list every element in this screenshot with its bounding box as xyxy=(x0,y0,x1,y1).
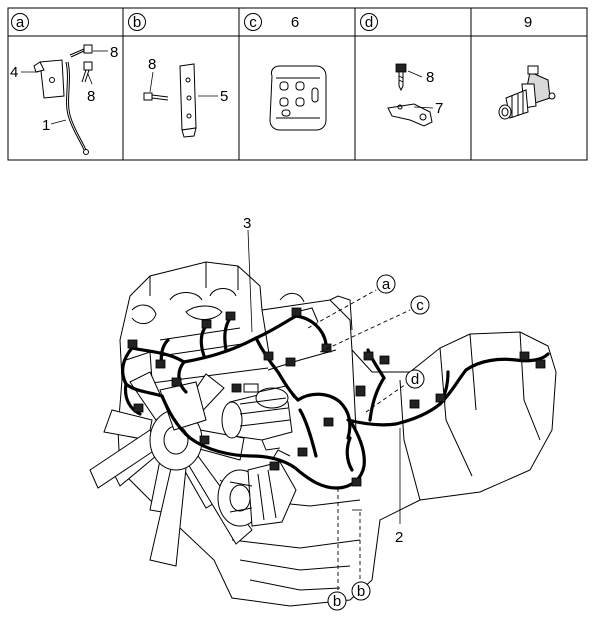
header-c-part-number: 6 xyxy=(291,14,299,31)
ref-b-label: b xyxy=(333,593,341,610)
callout-3: 3 xyxy=(243,215,251,232)
cell-d-parts: 8 7 xyxy=(387,63,443,127)
callout-8: 8 xyxy=(87,88,95,105)
cell-c-parts xyxy=(269,65,327,131)
header-a: a xyxy=(11,13,29,31)
screw-icon xyxy=(395,63,407,92)
callout-8: 8 xyxy=(426,69,434,86)
header-d-circle-label: d xyxy=(365,14,373,31)
ref-circle-d: d xyxy=(405,369,425,389)
header-b: b xyxy=(128,13,146,31)
callout-1: 1 xyxy=(42,117,50,134)
ref-circle-c: c xyxy=(410,295,430,315)
callout-2: 2 xyxy=(395,529,403,546)
header-9-part-number: 9 xyxy=(524,14,532,31)
connector-blocks xyxy=(127,307,546,487)
bolt-icon xyxy=(69,44,93,58)
ref-circle-b: b xyxy=(351,581,371,601)
bolt-icon xyxy=(143,92,169,101)
ref-circle-a: a xyxy=(376,274,396,294)
callout-8: 8 xyxy=(110,44,118,61)
grommet-icon xyxy=(498,65,556,120)
parts-table xyxy=(7,7,588,161)
cell-a-parts: 4 8 8 1 xyxy=(10,44,118,155)
header-c: c 6 xyxy=(244,13,299,31)
ref-circle-b: b xyxy=(327,591,347,611)
header-9: 9 xyxy=(524,14,532,31)
header-b-circle-label: b xyxy=(133,14,141,31)
callout-7: 7 xyxy=(435,100,443,117)
starter-motor xyxy=(221,383,295,451)
header-c-circle-label: c xyxy=(249,14,257,31)
ref-c-label: c xyxy=(416,297,424,314)
header-a-circle-label: a xyxy=(16,14,25,31)
bolt-icon xyxy=(81,61,93,83)
ref-a-label: a xyxy=(382,276,391,293)
reference-leaders xyxy=(247,229,411,590)
header-d: d xyxy=(360,13,378,31)
callout-4: 4 xyxy=(10,64,18,81)
callout-5: 5 xyxy=(220,88,228,105)
alternator xyxy=(217,449,297,527)
cell-b-parts: 8 5 xyxy=(143,56,228,138)
ref-d-label: d xyxy=(411,371,419,388)
ref-b-label: b xyxy=(357,583,365,600)
callout-8: 8 xyxy=(148,56,156,73)
